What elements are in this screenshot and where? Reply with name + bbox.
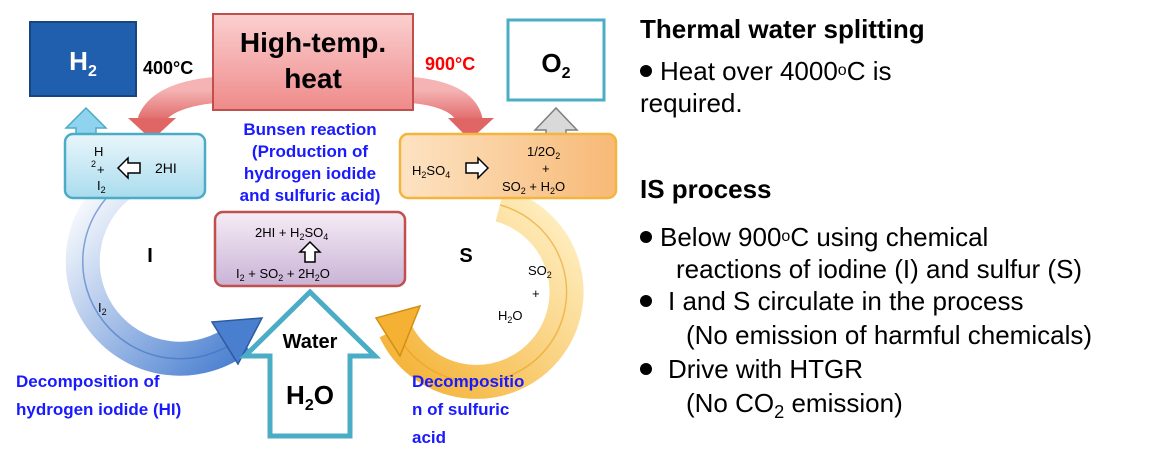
so4-decomposition-box <box>398 132 618 200</box>
o2-output-arrow <box>533 106 579 137</box>
svg-text:acid: acid <box>412 428 446 447</box>
svg-text:Decomposition of: Decomposition of <box>16 372 160 391</box>
h2o-return-label: H2O <box>498 308 523 325</box>
o2-product-label: O2 <box>541 48 570 82</box>
so4-box-so2-h2o: SO2 + H2O <box>502 179 565 196</box>
hi-box-i2: I2 <box>97 178 106 195</box>
bunsen-up-arrow-icon <box>298 240 322 263</box>
below-900-unit: C using chemical <box>790 222 989 252</box>
title-thermal-splitting: Thermal water splitting <box>640 14 925 44</box>
bullet-below-900-line2: reactions of iodine (I) and sulfur (S) <box>676 254 1083 284</box>
svg-text:hydrogen iodide: hydrogen iodide <box>244 164 376 183</box>
so4-decomposition-caption: Decompositio n of sulfuric acid <box>412 372 524 447</box>
water-input-arrow <box>238 288 382 439</box>
heat-text: Heat over 4000 <box>660 56 838 86</box>
o2-product-box <box>506 18 606 102</box>
h2-product-label: H2 <box>69 46 97 80</box>
hi-left-arrow-icon <box>116 156 141 180</box>
bullet-heat-line1: Heat over 4000oC is <box>640 56 891 86</box>
hi-box-2hi: 2HI <box>155 160 177 176</box>
notes-panel: Thermal water splitting Heat over 4000oC… <box>640 0 1176 464</box>
so4-box-plus: + <box>542 161 550 176</box>
bullet-below-900-line1: Below 900oC using chemical <box>640 222 988 252</box>
svg-text:n of sulfuric: n of sulfuric <box>412 400 509 419</box>
is-process-diagram: High-temp. heat 400°C 900°C H2 O2 H 2 + … <box>16 13 618 447</box>
svg-text:Bunsen reaction: Bunsen reaction <box>243 120 376 139</box>
bullet-icon <box>640 231 652 244</box>
co2-sub: 2 <box>774 402 785 423</box>
htgr-text: Drive with HTGR <box>668 354 864 384</box>
title-is-process: IS process <box>640 174 772 204</box>
heat-arrow-left <box>128 77 217 140</box>
bullet-icon <box>640 363 652 376</box>
h2-output-arrow <box>64 106 108 137</box>
sulfur-cycle-label: S <box>459 245 472 267</box>
bullet-icon <box>640 295 652 308</box>
i2-return-label: I2 <box>98 300 107 317</box>
co2-text-b: emission) <box>784 388 903 418</box>
so4-cycle-ring <box>374 188 584 399</box>
heat-source-box <box>212 13 414 111</box>
hi-box-2: 2 <box>91 159 96 169</box>
circulate-text: I and S circulate in the process <box>668 286 1024 316</box>
h2-product-box <box>29 21 137 97</box>
co2-text-a: (No CO <box>686 388 775 418</box>
temp-400-label: 400°C <box>143 58 193 78</box>
bullet-htgr-line1: Drive with HTGR <box>640 354 863 384</box>
svg-text:Decompositio: Decompositio <box>412 372 524 391</box>
heat-unit: C is <box>846 56 892 86</box>
temp-900-label: 900°C <box>425 54 475 74</box>
bullet-heat-line2: required. <box>640 88 743 118</box>
bullet-circulate-line2: (No emission of harmful chemicals) <box>686 320 1093 350</box>
so4-box-o2: 1/2O2 <box>527 144 560 161</box>
below-900-text: Below 900 <box>660 222 782 252</box>
so4-right-arrow-icon <box>465 156 490 180</box>
svg-text:hydrogen iodide (HI): hydrogen iodide (HI) <box>16 400 181 419</box>
so4-box-h2so4: H2SO4 <box>412 163 450 180</box>
hi-box-plus: + <box>97 162 105 177</box>
hi-cycle-ring <box>65 171 264 376</box>
heat-label-line2: heat <box>284 63 342 94</box>
water-label: Water <box>283 331 338 353</box>
hi-decomposition-caption: Decomposition of hydrogen iodide (HI) <box>16 372 181 419</box>
svg-text:and sulfuric acid): and sulfuric acid) <box>240 186 381 205</box>
bullet-circulate-line1: I and S circulate in the process <box>640 286 1024 316</box>
bullet-icon <box>640 65 652 78</box>
so4-return-plus: + <box>532 286 540 301</box>
heat-arrow-right <box>410 77 494 140</box>
hi-box-h: H <box>94 144 103 159</box>
bunsen-caption: Bunsen reaction (Production of hydrogen … <box>240 120 381 205</box>
bunsen-box-top: 2HI + H2SO4 <box>255 225 328 242</box>
bullet-htgr-line2: (No CO2 emission) <box>686 388 903 427</box>
heat-label-line1: High-temp. <box>240 27 386 58</box>
bunsen-box-bottom: I2 + SO2 + 2H2O <box>236 266 330 283</box>
svg-text:(Production of: (Production of <box>252 142 368 161</box>
so2-return-label: SO2 <box>528 263 552 280</box>
iodine-cycle-label: I <box>147 245 153 267</box>
